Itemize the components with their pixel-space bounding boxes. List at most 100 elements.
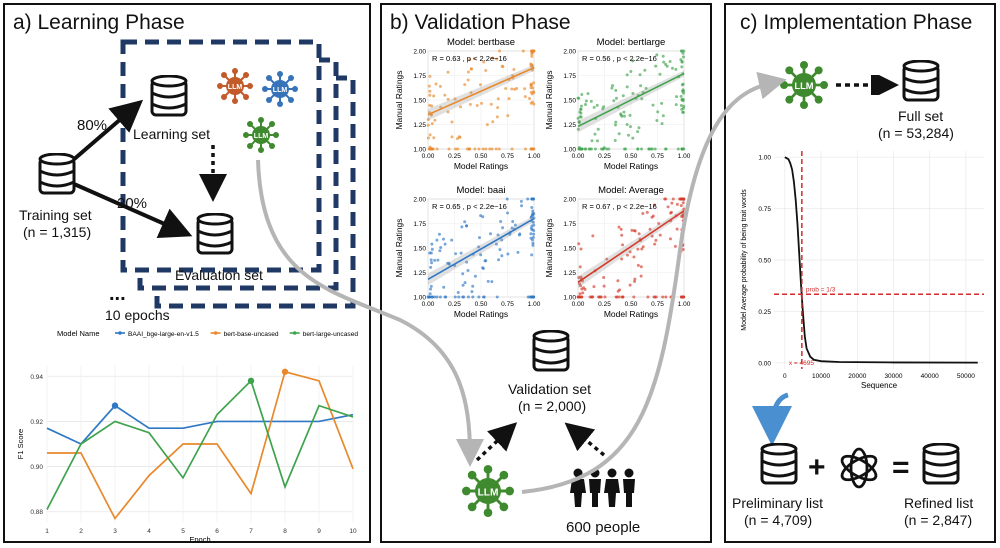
- point: [589, 99, 593, 103]
- dotted-arrow-full: [836, 75, 899, 95]
- point: [506, 114, 510, 118]
- point: [481, 295, 485, 299]
- y-tick-3: 1.75: [563, 221, 576, 228]
- llm-green-badge-c: LLM: [794, 81, 813, 91]
- preliminary-db-icon: [760, 443, 798, 485]
- point: [429, 287, 433, 291]
- point: [681, 219, 685, 223]
- point: [660, 101, 664, 105]
- point: [680, 232, 684, 236]
- point: [637, 232, 641, 236]
- point: [584, 99, 588, 103]
- point: [466, 295, 470, 299]
- point: [661, 54, 665, 58]
- point: [680, 237, 684, 241]
- x-tick-3: 0.75: [651, 301, 664, 308]
- refined-n-label: (n = 2,847): [904, 512, 973, 528]
- point: [489, 232, 493, 236]
- point: [674, 67, 678, 71]
- arrow-to-eval: [64, 178, 193, 238]
- point: [529, 147, 533, 151]
- point: [632, 229, 636, 233]
- point: [655, 118, 659, 122]
- point: [453, 295, 457, 299]
- series-marker-1: [281, 368, 289, 375]
- y-tick-0: 0.00: [758, 360, 771, 367]
- point: [506, 252, 510, 256]
- point: [675, 202, 679, 206]
- point: [662, 60, 666, 64]
- llm-brown-badge: LLM: [228, 84, 243, 91]
- stat-label: R = 0.63 , p < 2.2e−16: [432, 54, 507, 63]
- point: [674, 103, 678, 107]
- point: [671, 197, 675, 201]
- point: [457, 295, 461, 299]
- point: [488, 147, 492, 151]
- point: [676, 147, 680, 151]
- legend-dot-2: [292, 331, 297, 335]
- point: [471, 284, 475, 288]
- y-tick-4: 2.00: [563, 197, 576, 204]
- scatter-bertlarge: Model: bertlarge1.001.251.501.752.000.00…: [544, 37, 691, 171]
- point: [578, 110, 582, 114]
- panel-learning-phase: a) Learning Phase Training set (n = 1,31…: [3, 3, 371, 543]
- point: [495, 57, 499, 61]
- epochs-label: 10 epochs: [105, 307, 170, 323]
- series-marker-2: [247, 377, 255, 384]
- point: [580, 92, 584, 96]
- point: [681, 247, 685, 251]
- point: [428, 74, 432, 78]
- point: [682, 227, 686, 231]
- x-tick-4: 1.00: [528, 153, 541, 160]
- point: [681, 295, 685, 299]
- point: [625, 85, 629, 89]
- point: [650, 147, 654, 151]
- point: [453, 97, 457, 101]
- point: [682, 147, 686, 151]
- point: [680, 107, 684, 111]
- point: [681, 201, 685, 205]
- y-tick-2: 1.50: [413, 98, 426, 105]
- y-tick-1: 0.25: [758, 309, 771, 316]
- point: [636, 263, 640, 267]
- point: [668, 60, 672, 64]
- point: [602, 284, 606, 288]
- point: [614, 120, 618, 124]
- point: [473, 274, 477, 278]
- point: [597, 295, 601, 299]
- training-n-label: (n = 1,315): [23, 224, 92, 240]
- refined-label: Refined list: [904, 495, 974, 511]
- point: [466, 70, 470, 74]
- x-tick-2: 0.50: [475, 153, 488, 160]
- point: [639, 147, 643, 151]
- series-line-2: [46, 379, 354, 510]
- point: [430, 242, 434, 246]
- dotted-arrows-b: [475, 422, 606, 462]
- point: [495, 115, 499, 119]
- learning-set-label: Learning set: [133, 126, 211, 142]
- point: [578, 265, 582, 269]
- point: [625, 73, 629, 77]
- x-tick-8: 9: [317, 528, 321, 535]
- point: [622, 110, 626, 114]
- point: [639, 274, 643, 278]
- x-tick-4: 1.00: [678, 301, 691, 308]
- point: [494, 147, 498, 151]
- y-tick-3: 0.94: [30, 374, 43, 381]
- x-tick-3: 0.75: [501, 301, 514, 308]
- x-tick-1: 0.25: [598, 301, 611, 308]
- point: [506, 211, 510, 215]
- point: [435, 147, 439, 151]
- point: [530, 100, 534, 104]
- point: [461, 295, 465, 299]
- point: [652, 295, 656, 299]
- x-axis-label: Epoch: [189, 535, 210, 541]
- point: [629, 70, 633, 74]
- point: [471, 295, 475, 299]
- full-set-label: Full set: [898, 108, 944, 124]
- point: [680, 65, 684, 69]
- point: [617, 295, 621, 299]
- point: [530, 64, 534, 68]
